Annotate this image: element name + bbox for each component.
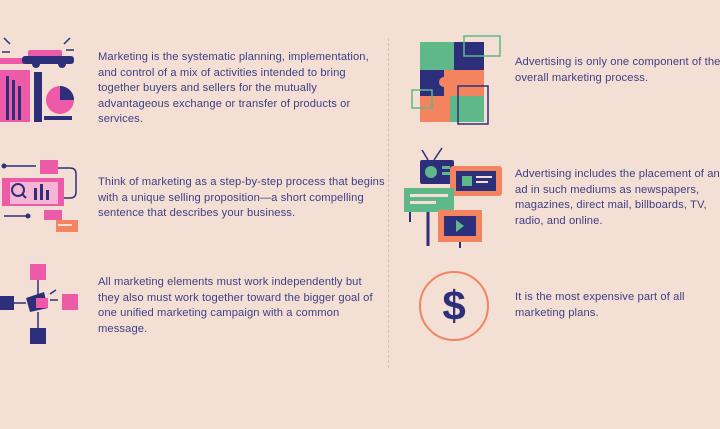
- process-flow-icon: [0, 156, 82, 243]
- marketing-elements-text: All marketing elements must work indepen…: [98, 276, 373, 335]
- advertising-component-text: Advertising is only one component of the…: [515, 56, 720, 84]
- marketing-definition-text: Marketing is the systematic planning, im…: [98, 51, 369, 126]
- puzzle-icon: [410, 34, 502, 131]
- advertising-expense-text: It is the most expensive part of all mar…: [515, 291, 685, 319]
- dollar-circle-icon: $: [418, 270, 492, 349]
- marketing-process-text: Think of marketing as a step-by-step pro…: [98, 176, 385, 220]
- marketing-collage-icon: [0, 36, 82, 131]
- media-devices-icon: [402, 146, 508, 255]
- column-divider: [388, 38, 389, 368]
- advertising-mediums-text: Advertising includes the placement of an…: [515, 168, 720, 227]
- svg-text:$: $: [442, 282, 465, 329]
- connected-elements-icon: [0, 262, 82, 351]
